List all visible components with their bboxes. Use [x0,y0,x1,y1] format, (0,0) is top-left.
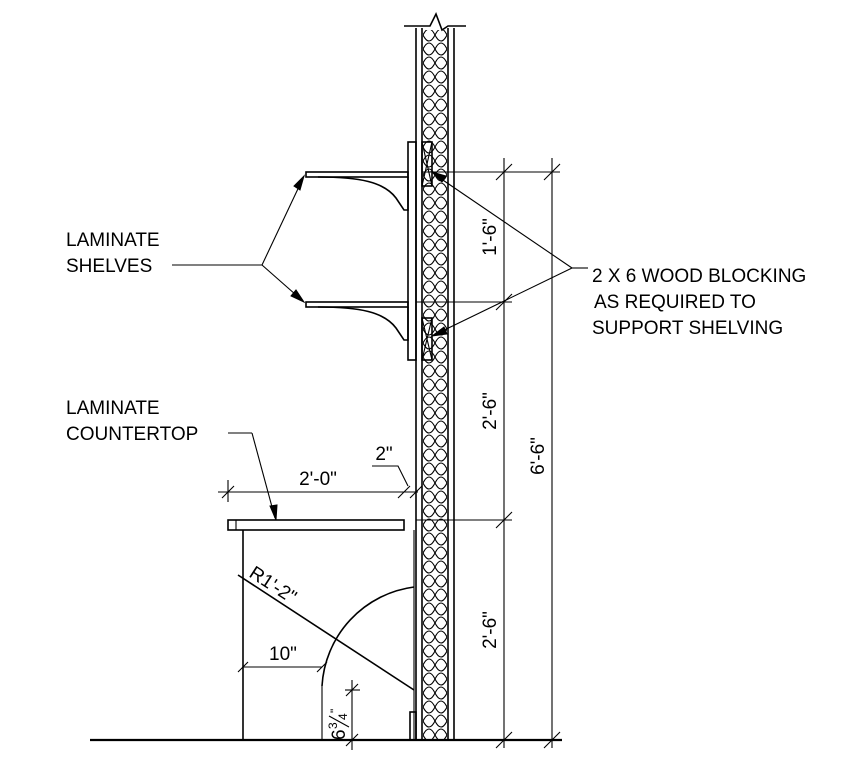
dim-counter-height: 2'-6" [480,611,501,649]
dim-wall-gap-text: 2" [375,444,392,465]
arrow-upper-shelf [293,174,306,191]
dim-wall-gap: 2" [372,444,423,499]
label-shelves-line1: LAMINATE [66,230,160,251]
label-blocking-line3: SUPPORT SHELVING [592,318,783,339]
arrow-upper-blocking [430,170,447,183]
dim-toe-unit: " [328,709,342,713]
dim-toe-height: 6 3 4 " [326,680,360,750]
label-wood-blocking: 2 X 6 WOOD BLOCKING AS REQUIRED TO SUPPO… [430,170,806,339]
radius-leader [237,574,415,691]
dim-toe-whole: 6 [329,729,350,740]
wall-insulation [423,30,447,740]
radius-dimension: R1'-2" [245,563,300,609]
wall [404,12,466,740]
label-countertop-line1: LAMINATE [66,398,160,419]
arrow-lower-blocking [430,326,448,337]
arrow-countertop [269,504,278,521]
wood-blocking-upper [421,141,433,187]
arrow-lower-shelf [290,289,306,304]
laminate-shelf-lower [305,301,409,341]
label-laminate-shelves: LAMINATE SHELVES [66,174,306,304]
shelf-standard [407,141,417,361]
toe-kick [409,711,417,741]
dim-counter-depth: 2'-0" [218,469,418,502]
wood-blocking-lower [421,317,433,361]
laminate-shelf-upper [305,171,409,211]
dim-toe-den: 4 [336,713,350,720]
label-blocking-line1: 2 X 6 WOOD BLOCKING [592,266,806,287]
dim-shelf-to-counter: 2'-6" [480,392,501,430]
dim-counter-depth-text: 2'-0" [299,469,337,490]
dim-overall-height: 6'-6" [528,158,561,749]
dim-chain-vertical: 1'-6" 2'-6" 2'-6" [480,158,513,749]
dim-toe-num: 3 [326,722,340,729]
laminate-countertop [227,519,405,531]
label-laminate-countertop: LAMINATE COUNTERTOP [66,398,278,521]
dim-overall-height-text: 6'-6" [528,437,549,475]
dim-leg-offset: 10" [237,644,328,673]
wall-break-mark [404,12,466,32]
label-shelves-line2: SHELVES [66,256,152,277]
radius-arc [321,586,415,687]
label-blocking-line2: AS REQUIRED TO [594,292,756,313]
label-countertop-line2: COUNTERTOP [66,424,198,445]
dim-shelf-spacing: 1'-6" [480,218,501,256]
dim-leg-offset-text: 10" [269,644,297,665]
